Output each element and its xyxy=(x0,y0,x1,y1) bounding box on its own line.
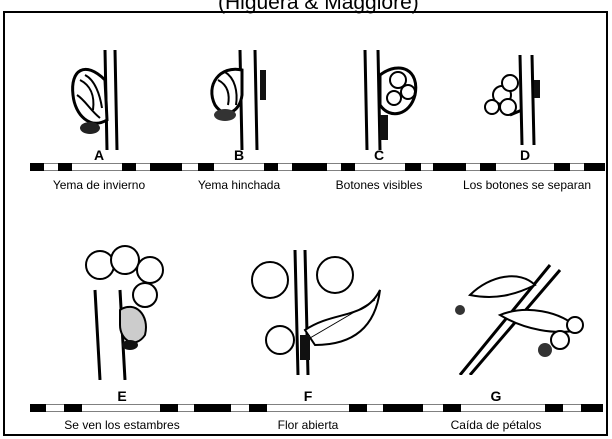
stamens-visible-drawing xyxy=(75,240,175,380)
separating-buds-drawing xyxy=(480,55,560,145)
stage-d-caption: Los botones se separan xyxy=(463,178,591,192)
stage-f-letter: F xyxy=(304,388,313,404)
stage-d-letter: D xyxy=(520,147,530,163)
stage-e-letter: E xyxy=(117,388,126,404)
stage-a-scale xyxy=(30,163,168,171)
stage-b-letter: B xyxy=(234,147,244,163)
stage-f-scale xyxy=(213,404,403,412)
open-flower-drawing xyxy=(240,250,390,375)
stage-f-caption: Flor abierta xyxy=(278,418,339,432)
stage-e-scale xyxy=(30,404,213,412)
stage-g-caption: Caída de pétalos xyxy=(451,418,542,432)
stage-c-letter: C xyxy=(374,147,384,163)
stage-b-caption: Yema hinchada xyxy=(198,178,280,192)
visible-buds-drawing xyxy=(350,50,440,150)
stage-c-caption: Botones visibles xyxy=(336,178,423,192)
petal-fall-drawing xyxy=(440,255,590,375)
stage-g-letter: G xyxy=(491,388,502,404)
stage-b-scale xyxy=(168,163,309,171)
swollen-bud-drawing xyxy=(200,50,290,150)
winter-bud-drawing xyxy=(55,50,145,150)
stage-g-scale xyxy=(403,404,603,412)
stage-d-scale xyxy=(450,163,605,171)
stage-e-caption: Se ven los estambres xyxy=(64,418,179,432)
stage-c-scale xyxy=(309,163,450,171)
stage-a-caption: Yema de invierno xyxy=(53,178,145,192)
stage-a-letter: A xyxy=(94,147,104,163)
